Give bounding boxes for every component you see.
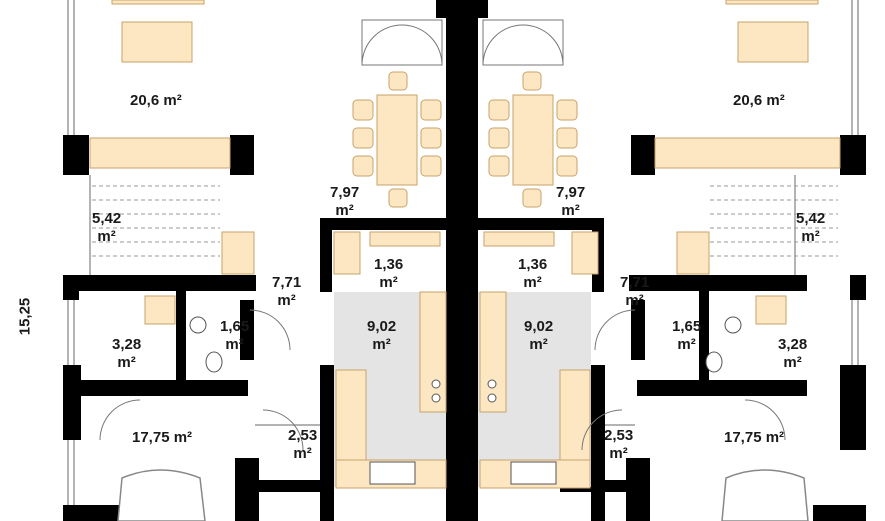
boiler-area-left-unit: m²	[117, 354, 136, 371]
stairs-area-right: 5,42 m²	[796, 210, 825, 246]
kitchen-area-right-value: 9,02	[524, 318, 554, 335]
boiler-area-left-value: 3,28	[112, 336, 142, 353]
door-swings	[99, 19, 786, 451]
wc-area-right: 1,65 m²	[672, 318, 701, 354]
pantry-area-right: 1,36 m²	[518, 256, 547, 292]
vestibule-area-right-unit: m²	[609, 445, 628, 462]
hall-area-left-unit: m²	[277, 292, 296, 309]
wc-area-left-value: 1,65	[220, 318, 250, 335]
fixtures	[189, 316, 742, 485]
walls	[63, 0, 866, 521]
kitchen-area-right-unit: m²	[529, 336, 548, 353]
furniture	[89, 0, 841, 489]
wc-area-left-unit: m²	[225, 336, 244, 353]
boiler-area-right-unit: m²	[783, 354, 802, 371]
height-dimension: 15,25	[16, 297, 34, 336]
stairs-area-right-unit: m²	[801, 228, 820, 245]
kitchen-area-left: 9,02 m²	[367, 318, 396, 354]
pantry-area-left: 1,36 m²	[374, 256, 403, 292]
vestibule-area-left: 2,53 m²	[288, 427, 317, 463]
garage-area-right: 17,75 m²	[724, 429, 785, 446]
vestibule-area-right: 2,53 m²	[604, 427, 633, 463]
wc-area-right-value: 1,65	[672, 318, 702, 335]
boiler-area-right: 3,28 m²	[778, 336, 807, 372]
hall-area-right-unit: m²	[625, 292, 644, 309]
vestibule-area-left-unit: m²	[293, 445, 312, 462]
hall-area-right-value: 7,71	[620, 274, 650, 291]
dining-area-left: 7,97 m²	[330, 184, 359, 220]
cars	[117, 469, 809, 521]
living-area-left: 20,6 m²	[130, 92, 182, 109]
garage-area-left: 17,75 m²	[132, 429, 193, 446]
hall-area-left: 7,71 m²	[272, 274, 301, 310]
vestibule-area-left-value: 2,53	[288, 427, 318, 444]
pantry-area-left-unit: m²	[379, 274, 398, 291]
stairs-area-left-value: 5,42	[92, 210, 122, 227]
dining-area-left-value: 7,97	[330, 184, 360, 201]
boiler-area-left: 3,28 m²	[112, 336, 141, 372]
boiler-area-right-value: 3,28	[778, 336, 808, 353]
pantry-area-right-unit: m²	[523, 274, 542, 291]
stairs-area-right-value: 5,42	[796, 210, 826, 227]
hall-area-left-value: 7,71	[272, 274, 302, 291]
stairs-area-left-unit: m²	[97, 228, 116, 245]
dining-area-right: 7,97 m²	[556, 184, 585, 220]
vestibule-area-right-value: 2,53	[604, 427, 634, 444]
kitchen-area-left-value: 9,02	[367, 318, 397, 335]
kitchen-area-left-unit: m²	[372, 336, 391, 353]
stairs	[92, 185, 838, 257]
living-area-right: 20,6 m²	[733, 92, 785, 109]
stairs-area-left: 5,42 m²	[92, 210, 121, 246]
pantry-area-right-value: 1,36	[518, 256, 548, 273]
wc-area-left: 1,65 m²	[220, 318, 249, 354]
dining-area-right-unit: m²	[561, 202, 580, 219]
wc-area-right-unit: m²	[677, 336, 696, 353]
dining-area-left-unit: m²	[335, 202, 354, 219]
kitchen-area-right: 9,02 m²	[524, 318, 553, 354]
pantry-area-left-value: 1,36	[374, 256, 404, 273]
hall-area-right: 7,71 m²	[620, 274, 649, 310]
dining-area-right-value: 7,97	[556, 184, 586, 201]
